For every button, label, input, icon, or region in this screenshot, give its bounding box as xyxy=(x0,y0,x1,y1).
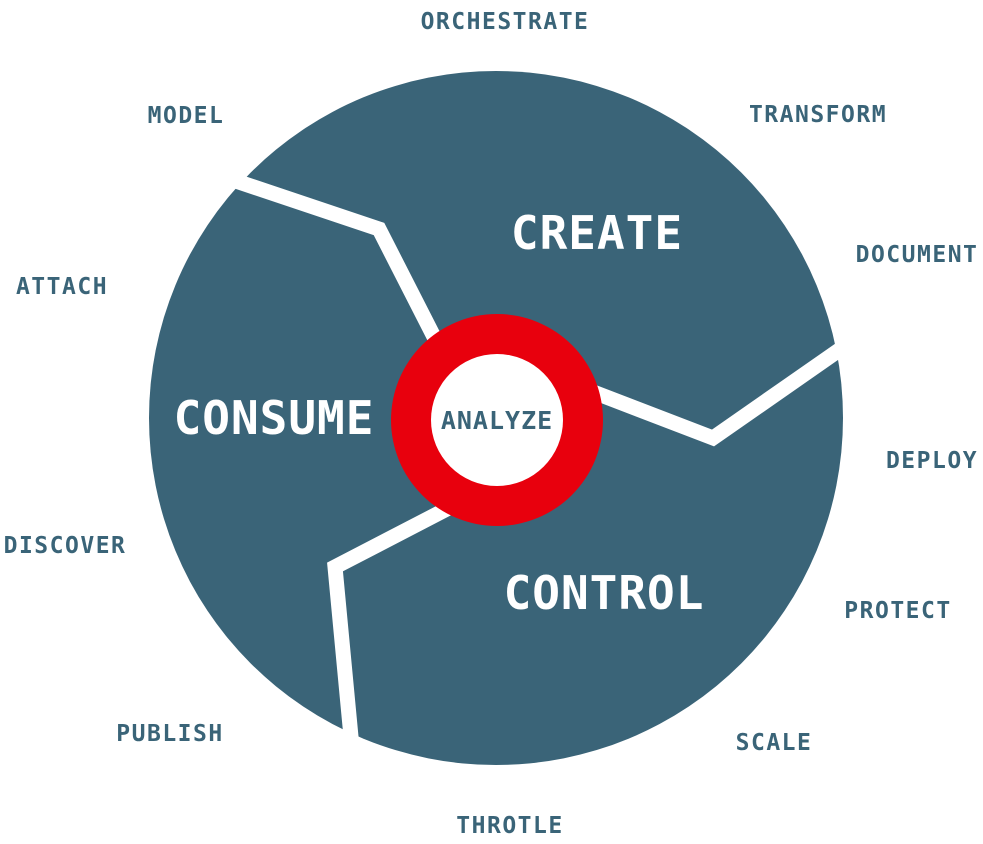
outer-label-scale: SCALE xyxy=(736,730,813,756)
outer-label-throtle: THROTLE xyxy=(456,813,563,839)
outer-label-deploy: DEPLOY xyxy=(886,448,978,474)
outer-label-publish: PUBLISH xyxy=(116,721,223,747)
segment-label-consume: CONSUME xyxy=(174,391,375,445)
outer-label-document: DOCUMENT xyxy=(856,242,979,268)
divider-consume-create xyxy=(215,167,462,382)
center-label-analyze: ANALYZE xyxy=(441,406,553,435)
outer-label-discover: DISCOVER xyxy=(4,533,127,559)
outer-label-orchestrate: ORCHESTRATE xyxy=(421,9,590,35)
divider-create-control xyxy=(572,325,870,447)
outer-label-protect: PROTECT xyxy=(844,598,951,624)
analyze-ring-center xyxy=(431,354,563,486)
outer-label-attach: ATTACH xyxy=(16,274,108,300)
outer-label-transform: TRANSFORM xyxy=(749,102,887,128)
segment-label-create: CREATE xyxy=(511,206,683,260)
outer-label-model: MODEL xyxy=(148,103,225,129)
divider-control-consume xyxy=(327,491,472,759)
segment-label-control: CONTROL xyxy=(504,566,705,620)
